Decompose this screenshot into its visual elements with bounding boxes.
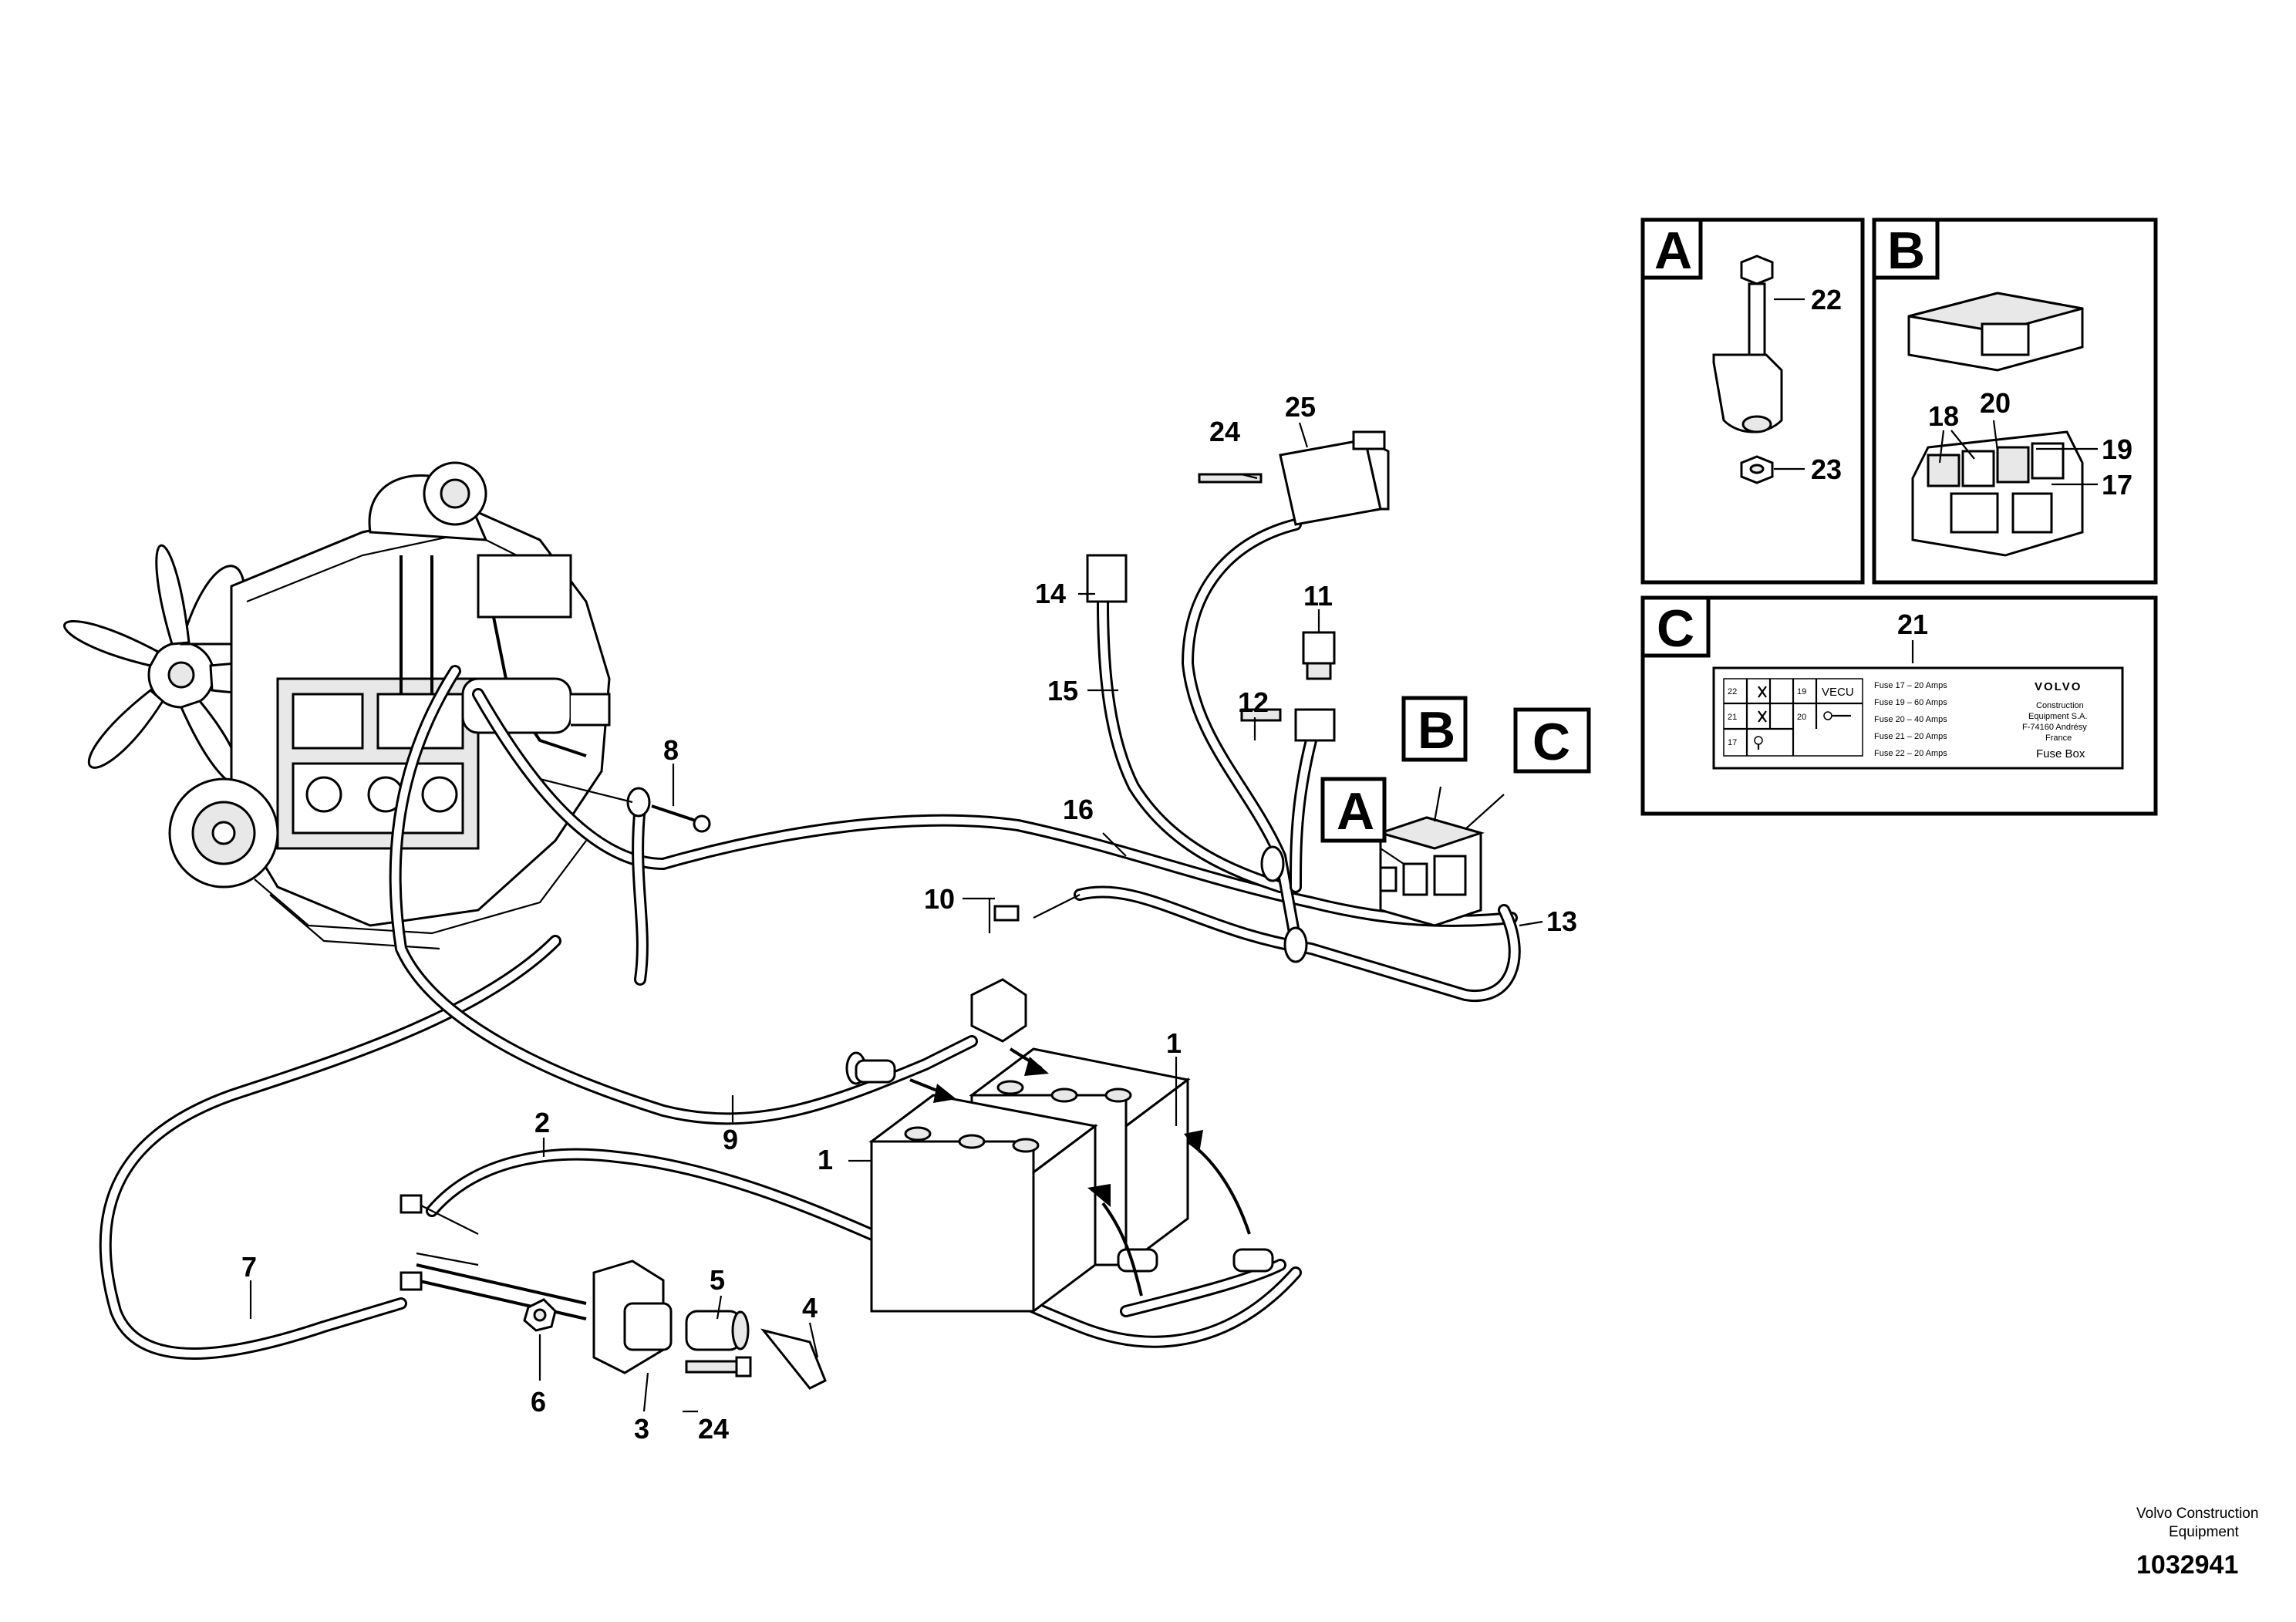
callout-15: 15 (1047, 675, 1078, 706)
view-marker-b: B (1401, 696, 1468, 762)
maker-line-2: Equipment S.A. (2028, 712, 2087, 721)
fuse-cell-22: 22 (1728, 687, 1737, 696)
fuse-line-17: Fuse 17 – 20 Amps (1874, 681, 1947, 690)
credit-line-2: Equipment (2169, 1524, 2240, 1540)
fuse-cell-20: 20 (1797, 713, 1806, 722)
callout-5: 5 (710, 1264, 725, 1296)
fuse-line-20: Fuse 20 – 40 Amps (1874, 715, 1947, 724)
callout-12: 12 (1238, 686, 1269, 718)
fuse-cell-19: 19 (1797, 687, 1806, 696)
credit-line-1: Volvo Construction (2136, 1506, 2258, 1522)
callout-11: 11 (1303, 580, 1333, 612)
key-icon (1823, 711, 1851, 720)
bolt-icon (1712, 255, 1783, 433)
fuse-cell-17: 17 (1728, 738, 1737, 747)
bolt-icon (685, 1356, 752, 1378)
callout-7: 7 (241, 1251, 257, 1283)
maker-line-1: Construction (2036, 701, 2084, 710)
detail-a-letter: A (1654, 221, 1692, 280)
detail-c-panel: C 21 22 19 VECU 21 20 17 (1640, 595, 2158, 816)
callout-14: 14 (1035, 578, 1066, 609)
nut-icon (1740, 455, 1774, 484)
detail-a-panel: A 22 23 (1640, 218, 1865, 585)
leader-lines (249, 422, 1543, 1413)
callout-9: 9 (723, 1124, 738, 1155)
callout-2: 2 (534, 1107, 550, 1138)
fuse-cell-21: 21 (1728, 713, 1737, 722)
svg-text:C: C (1532, 713, 1570, 771)
fan-icon (1758, 686, 1767, 723)
ground-bracket (970, 894, 1081, 1043)
callout-23: 23 (1811, 454, 1842, 485)
footer: Volvo Construction Equipment 1032941 (2136, 1506, 2258, 1580)
maker-line-4: France (2045, 733, 2072, 743)
detail-c-letter: C (1657, 599, 1694, 658)
engine-illustration (63, 461, 611, 950)
callout-24b: 24 (698, 1413, 729, 1445)
bulb-icon (1754, 736, 1763, 750)
callout-21: 21 (1897, 609, 1928, 640)
nut-icon (523, 1298, 557, 1332)
callout-1b: 1 (818, 1144, 833, 1175)
fuse-label: 22 19 VECU 21 20 17 Fuse 17 – 20 Amps Fu… (1712, 666, 2124, 770)
callout-22: 22 (1811, 284, 1842, 315)
callout-25: 25 (1285, 391, 1316, 423)
battery-disconnect-switch (400, 1194, 827, 1390)
detail-b-panel: B 18 20 19 17 (1872, 218, 2158, 585)
document-number: 1032941 (2136, 1550, 2238, 1580)
callout-1a: 1 (1166, 1027, 1182, 1059)
battery-icon (855, 1047, 1274, 1313)
ground-bolt (539, 777, 711, 833)
callout-10: 10 (924, 883, 955, 915)
callout-8: 8 (663, 734, 679, 766)
callout-20: 20 (1980, 387, 2011, 419)
detail-b-letter: B (1887, 221, 1925, 280)
callout-18: 18 (1928, 400, 1959, 432)
svg-text:B: B (1418, 701, 1455, 760)
callout-4: 4 (802, 1292, 818, 1324)
relay-icon (1086, 430, 1390, 742)
callout-13: 13 (1546, 905, 1577, 937)
callout-16: 16 (1063, 794, 1094, 825)
maker-line-3: F-74160 Andrésy (2022, 723, 2087, 732)
fuse-cell-vecu: VECU (1822, 686, 1854, 699)
view-marker-a: A (1320, 777, 1387, 843)
fuse-line-19: Fuse 19 – 60 Amps (1874, 698, 1947, 707)
fuse-box-icon (1907, 292, 2084, 372)
callout-19: 19 (2102, 433, 2132, 465)
callout-17: 17 (2102, 469, 2132, 501)
callout-6: 6 (531, 1386, 546, 1418)
fuse-line-22: Fuse 22 – 20 Amps (1874, 749, 1947, 758)
fuse-box-title: Fuse Box (2036, 747, 2085, 760)
brand-logo: VOLVO (2035, 680, 2082, 693)
fuse-holder-icon (1911, 430, 2084, 557)
callout-labels: 1 1 2 3 4 5 6 7 8 9 10 11 12 13 14 15 16… (241, 391, 1577, 1445)
fuse-box-icon (1376, 816, 1485, 927)
fuse-line-21: Fuse 21 – 20 Amps (1874, 732, 1947, 741)
callout-3: 3 (634, 1413, 649, 1445)
callout-24a: 24 (1209, 416, 1240, 447)
svg-text:A: A (1337, 782, 1374, 841)
view-marker-c: C (1513, 707, 1591, 774)
